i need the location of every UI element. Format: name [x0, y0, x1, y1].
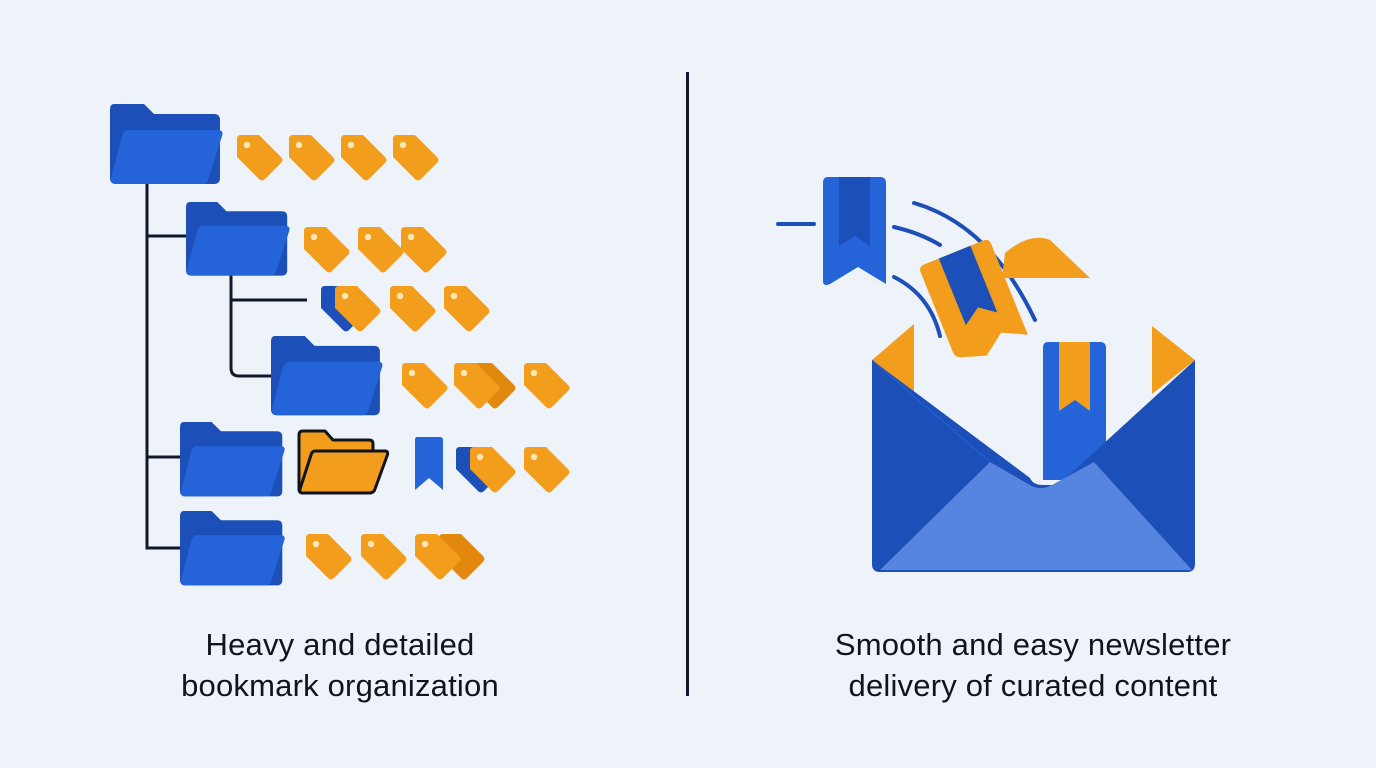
right-caption-line-2: delivery of curated content — [848, 668, 1218, 703]
folder-icon-root — [110, 104, 223, 184]
left-caption-line-1: Heavy and detailed — [205, 627, 475, 662]
folder-tree-illustration — [110, 104, 570, 586]
stacked-bookmark-tag-icon — [456, 447, 516, 493]
right-caption-line-1: Smooth and easy newsletter — [834, 627, 1232, 662]
tag-icon — [304, 227, 350, 273]
stacked-tags-icon — [454, 363, 516, 409]
envelope-left-flap — [872, 324, 914, 395]
envelope-illustration — [776, 177, 1195, 572]
tag-icon — [444, 286, 490, 332]
tag-icon — [306, 534, 352, 580]
tag-icon — [358, 227, 404, 273]
tag-icon — [361, 534, 407, 580]
orange-paper-flap — [1002, 237, 1090, 278]
right-panel-newsletter-delivery: Smooth and easy newsletter delivery of c… — [688, 0, 1376, 768]
stacked-bookmark-tag-icon — [321, 286, 381, 332]
tag-icon — [390, 286, 436, 332]
tag-icon — [341, 135, 387, 181]
left-caption: Heavy and detailed bookmark organization — [60, 624, 620, 706]
open-orange-folder-icon — [297, 429, 390, 495]
tag-icon — [393, 135, 439, 181]
stacked-tags-icon — [415, 534, 485, 580]
flying-bookmark-card-icon — [920, 239, 1028, 358]
tag-icon — [401, 227, 447, 273]
tag-icon — [402, 363, 448, 409]
right-caption: Smooth and easy newsletter delivery of c… — [718, 624, 1348, 706]
tree-connector-lines — [145, 182, 307, 550]
folder-icon-level1 — [180, 511, 285, 586]
left-caption-line-2: bookmark organization — [181, 668, 499, 703]
vertical-divider — [686, 72, 689, 696]
flying-bookmark-icon-blue — [823, 177, 886, 285]
folder-icon-level2 — [271, 336, 383, 416]
folder-icon-level1 — [180, 422, 285, 497]
envelope-bookmark-icon — [1043, 342, 1106, 480]
tag-icon — [524, 447, 570, 493]
envelope-right-flap — [1152, 326, 1195, 394]
bookmark-icon — [415, 437, 443, 490]
tag-icon — [524, 363, 570, 409]
tag-icon — [289, 135, 335, 181]
folder-icon-level1 — [186, 202, 290, 276]
envelope-icon — [871, 359, 1195, 572]
tag-icon — [237, 135, 283, 181]
left-panel-bookmark-organization: Heavy and detailed bookmark organization — [60, 104, 620, 706]
